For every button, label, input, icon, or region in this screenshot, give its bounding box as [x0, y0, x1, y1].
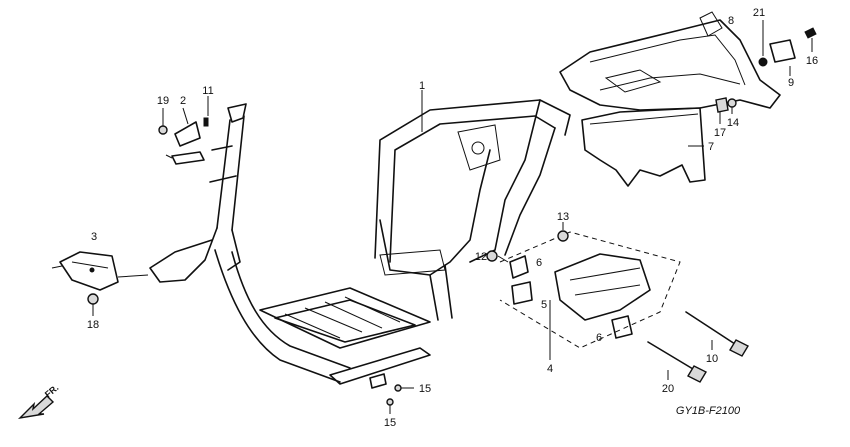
callout-16: 16 [806, 55, 818, 67]
front-direction-arrow-icon [17, 395, 55, 420]
callout-10: 10 [706, 353, 718, 365]
bolt-18 [87, 293, 99, 316]
small-fasteners-rear [715, 20, 817, 124]
callout-15a: 15 [419, 383, 431, 395]
mud-flap-7 [581, 107, 706, 187]
callout-14: 14 [727, 117, 739, 129]
stay-bracket-2 [158, 96, 209, 165]
callout-12: 12 [475, 251, 487, 263]
callout-5: 5 [541, 299, 547, 311]
mount-bolt-10 [685, 311, 749, 357]
callout-15b: 15 [384, 417, 396, 429]
callout-6a: 6 [536, 257, 542, 269]
clips-15 [369, 373, 414, 414]
rear-fender-8 [559, 11, 781, 111]
callout-7: 7 [708, 141, 714, 153]
callout-18: 18 [87, 319, 99, 331]
callout-1: 1 [419, 80, 425, 92]
mount-bolt-20 [647, 341, 707, 383]
callout-2: 2 [180, 95, 186, 107]
callout-21: 21 [753, 7, 765, 19]
callout-11: 11 [202, 85, 213, 97]
engine-mount-assembly-4 [486, 230, 681, 360]
callout-20: 20 [662, 383, 674, 395]
engine-hanger-bracket [51, 251, 149, 291]
callout-19: 19 [157, 95, 169, 107]
callout-3: 3 [91, 231, 97, 243]
callout-13: 13 [557, 211, 569, 223]
callout-9: 9 [788, 77, 794, 89]
callout-17: 17 [714, 127, 726, 139]
main-frame [149, 99, 571, 385]
callout-4: 4 [547, 363, 553, 375]
callout-8: 8 [728, 15, 734, 27]
drawing-code: GY1B-F2100 [676, 405, 741, 417]
callout-6b: 6 [596, 332, 602, 344]
